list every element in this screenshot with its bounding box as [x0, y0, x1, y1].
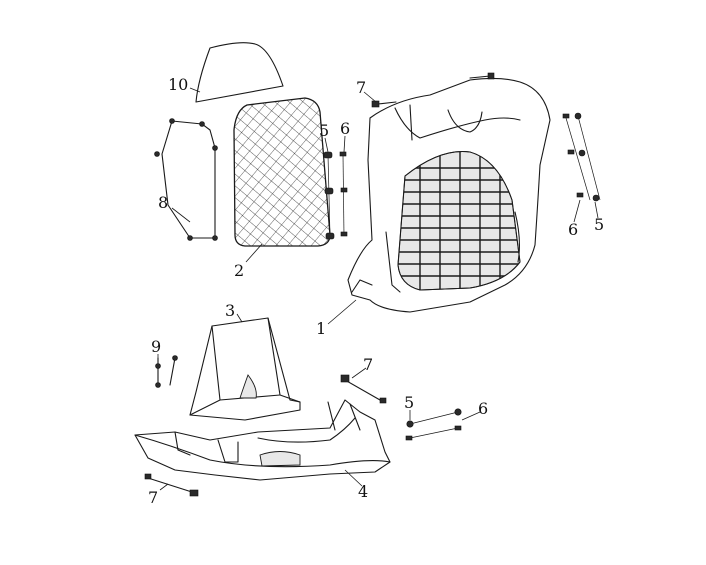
callout-5-right: 5: [594, 215, 604, 234]
part-3-inner-duct: [189, 317, 301, 421]
bolt-7-lower: [144, 473, 199, 497]
part-9-clip-set: [155, 355, 178, 388]
leader-lines: [157, 87, 599, 491]
part-4-lower-cover: [134, 399, 391, 481]
part-2-mesh-filter: [233, 97, 331, 247]
fastener-set-lower-right: [405, 408, 462, 441]
callout-5-upper: 5: [319, 121, 329, 140]
fastener-set-upper-left: [323, 151, 348, 240]
callout-6-lower: 6: [478, 399, 488, 418]
callout-4: 4: [358, 482, 368, 501]
callout-7-middle: 7: [363, 355, 373, 374]
callout-2: 2: [234, 261, 244, 280]
callout-8: 8: [158, 193, 168, 212]
callout-10: 10: [168, 75, 188, 94]
callout-6-upper: 6: [340, 119, 350, 138]
callout-7-top: 7: [356, 78, 366, 97]
callout-5-lower: 5: [404, 393, 414, 412]
part-10-visor-panel: [195, 42, 284, 103]
bolt-7-top: [371, 72, 495, 108]
callout-1: 1: [316, 319, 326, 338]
bolt-7-middle: [340, 374, 387, 404]
part-1-main-housing: [347, 77, 551, 313]
callout-9: 9: [151, 337, 161, 356]
callout-7-lower: 7: [148, 488, 158, 507]
fastener-set-upper-right: [562, 112, 601, 202]
callout-3: 3: [225, 301, 235, 320]
part-8-frame-bracket: [154, 118, 218, 241]
callout-6-right: 6: [568, 220, 578, 239]
